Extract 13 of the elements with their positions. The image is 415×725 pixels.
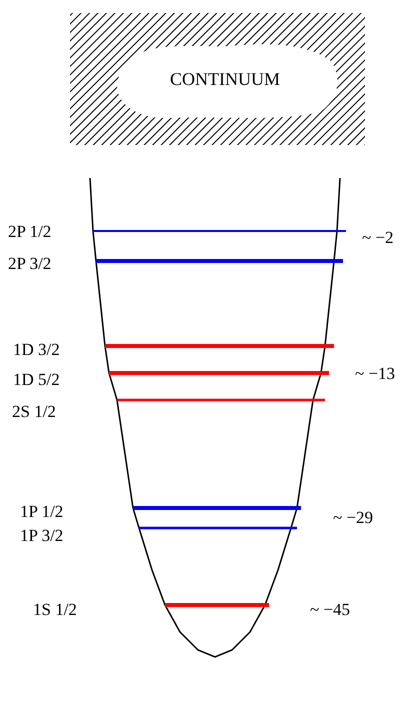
level-label: 1D 3/2 [13, 340, 60, 360]
level-label: 1P 3/2 [20, 526, 64, 546]
region-label: CONTINUUM [169, 68, 281, 90]
level-label: 1D 5/2 [13, 370, 60, 390]
energy-value: ~ −13 [355, 364, 396, 384]
level-label: 1P 1/2 [20, 502, 64, 522]
level-label: 2P 3/2 [8, 254, 52, 274]
energy-value: ~ −29 [333, 508, 374, 528]
level-label: 2P 1/2 [8, 222, 52, 242]
energy-value: ~ −45 [310, 600, 350, 620]
energy-value: ~ −2 [362, 228, 394, 248]
level-label: 2S 1/2 [12, 402, 56, 422]
level-label: 1S 1/2 [33, 600, 77, 620]
